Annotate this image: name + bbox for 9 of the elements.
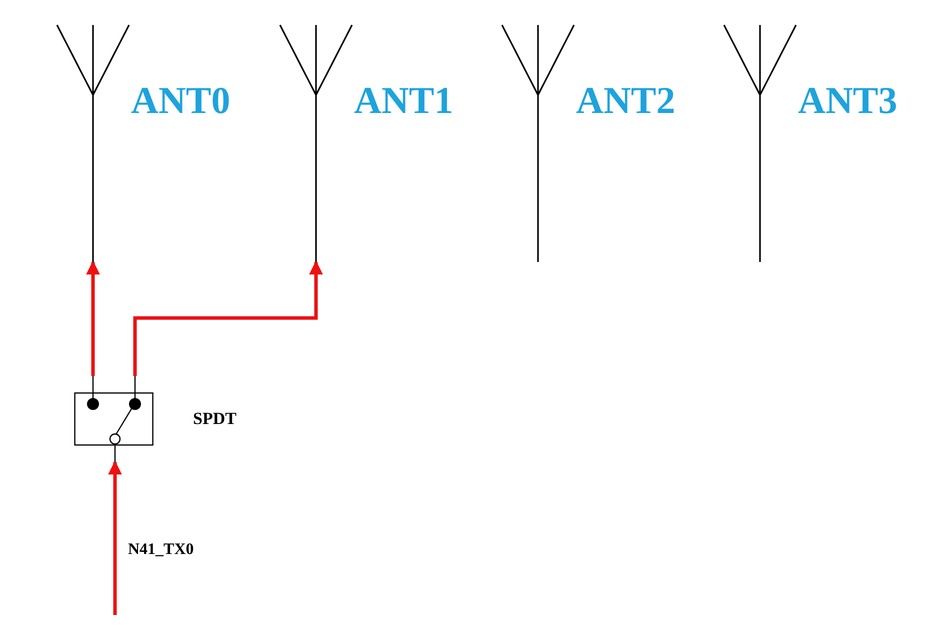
arrow	[133, 260, 323, 376]
arrow	[108, 460, 122, 615]
antenna-label: ANT3	[798, 82, 898, 120]
switch-label: SPDT	[193, 410, 236, 427]
antenna-label: ANT2	[576, 82, 676, 120]
edge-label: N41_TX0	[127, 540, 195, 558]
antenna-label: ANT0	[131, 82, 230, 120]
antenna-label: ANT1	[354, 82, 454, 120]
arrow	[86, 260, 100, 376]
